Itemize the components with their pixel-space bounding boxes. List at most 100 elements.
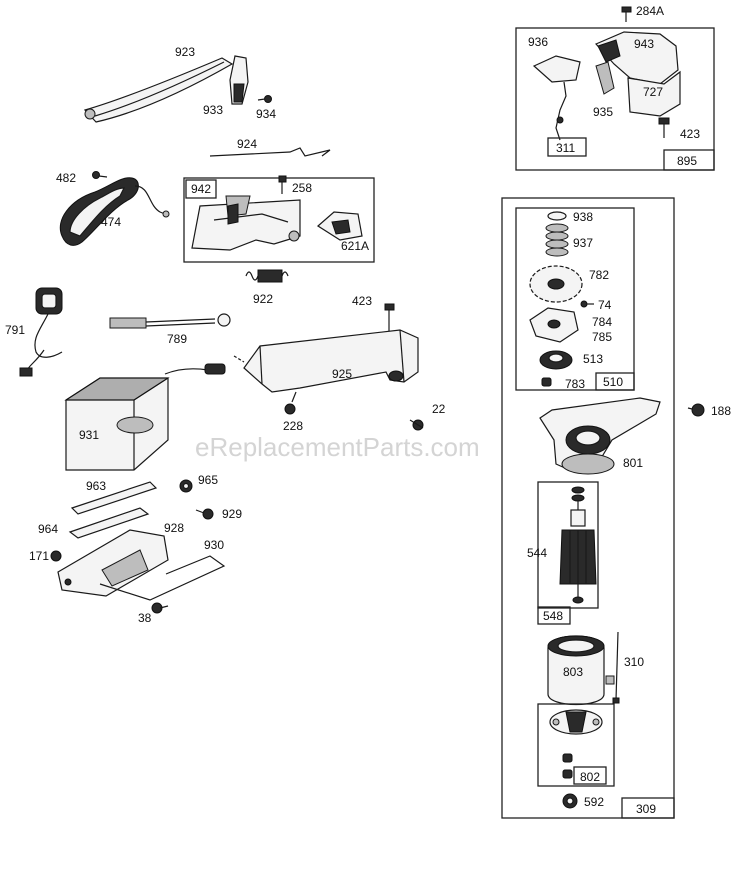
part-783-washer [541,377,552,387]
label-803: 803 [563,665,583,679]
label-box-802 [573,766,607,785]
part-784-cover [529,307,579,343]
label-box-309 [621,797,675,819]
part-933-clip [229,55,249,105]
part-38-bolt [151,602,169,614]
label-931: 931 [79,428,99,442]
label-544: 544 [527,546,547,560]
part-482-screw [92,171,108,179]
part-789-cable [109,313,231,329]
part-284A-screw [621,6,632,22]
part-923-bracket [83,57,234,123]
label-924: 924 [237,137,257,151]
part-930-strap [99,555,226,601]
label-782: 782 [589,268,609,282]
part-936-switch [532,55,581,141]
part-935-lever [595,61,615,95]
label-513: 513 [583,352,603,366]
label-727: 727 [643,85,663,99]
label-box-942 [185,179,217,199]
label-934: 934 [256,107,276,121]
label-965: 965 [198,473,218,487]
label-38: 38 [138,611,152,625]
label-802: 802 [580,770,600,784]
part-258-screw [278,175,287,194]
part-963-strip [70,481,158,515]
label-784: 784 [592,315,612,329]
part-621A-bracket [317,211,363,241]
label-188: 188 [711,404,731,418]
label-801: 801 [623,456,643,470]
part-942-governor-plate [191,195,301,251]
part-931-battery [64,363,226,471]
label-592: 592 [584,795,604,809]
label-311: 311 [556,141,575,155]
part-544-armature [559,486,597,604]
part-791-charging-coil [19,287,63,377]
part-801-bracket [539,397,661,475]
label-933: 933 [203,103,223,117]
part-929-bolt [195,508,214,520]
part-937-spring [545,223,569,257]
label-964: 964 [38,522,58,536]
part-727-bracket [627,70,681,117]
part-965-nut [179,479,193,493]
part-938-cap [547,211,567,221]
label-963: 963 [86,479,106,493]
part-928-battery-tray [57,529,169,597]
label-621A: 621A [341,239,369,253]
label-930: 930 [204,538,224,552]
part-803-housing [547,635,615,706]
label-928: 928 [164,521,184,535]
label-22: 22 [432,402,446,416]
part-934-screw [257,95,272,103]
label-510: 510 [603,375,623,389]
part-474-ignition-coil [59,177,170,246]
label-74: 74 [598,298,612,312]
part-782-gear [529,265,583,303]
part-423-bolt-right [658,117,670,138]
label-925: 925 [332,367,352,381]
label-box-895 [663,149,715,171]
part-924-rod [209,147,331,157]
label-943: 943 [634,37,654,51]
label-482: 482 [56,171,76,185]
label-284A: 284A [636,4,664,18]
label-937: 937 [573,236,593,250]
label-171: 171 [29,549,49,563]
part-423-bolt-left [384,303,395,332]
part-925-cover [233,329,419,393]
label-942: 942 [191,182,211,196]
part-74-screw [580,300,594,308]
part-922-spring [245,269,289,283]
part-228-screw [284,391,297,415]
label-box-311 [547,137,587,157]
part-22-screw [409,419,424,431]
label-474: 474 [101,215,121,229]
watermark: eReplacementParts.com [195,432,480,462]
label-923: 923 [175,45,195,59]
part-964-strip [68,507,150,539]
group-box-309 [501,197,675,819]
part-802-brush-plate [549,709,603,779]
label-box-510 [595,372,635,391]
label-791: 791 [5,323,25,337]
label-936: 936 [528,35,548,49]
label-309: 309 [636,802,656,816]
label-929: 929 [222,507,242,521]
group-box-895 [515,27,715,171]
part-513-gear [539,350,573,370]
label-783: 783 [565,377,585,391]
group-box-548 [537,481,599,609]
label-423-right: 423 [680,127,700,141]
part-310-bolt [612,631,620,704]
label-548: 548 [543,609,563,623]
label-423-left: 423 [352,294,372,308]
label-789: 789 [167,332,187,346]
part-171-nut [50,550,62,562]
group-box-510 [515,207,635,391]
part-188-bolt [687,403,705,417]
label-228: 228 [283,419,303,433]
label-310: 310 [624,655,644,669]
